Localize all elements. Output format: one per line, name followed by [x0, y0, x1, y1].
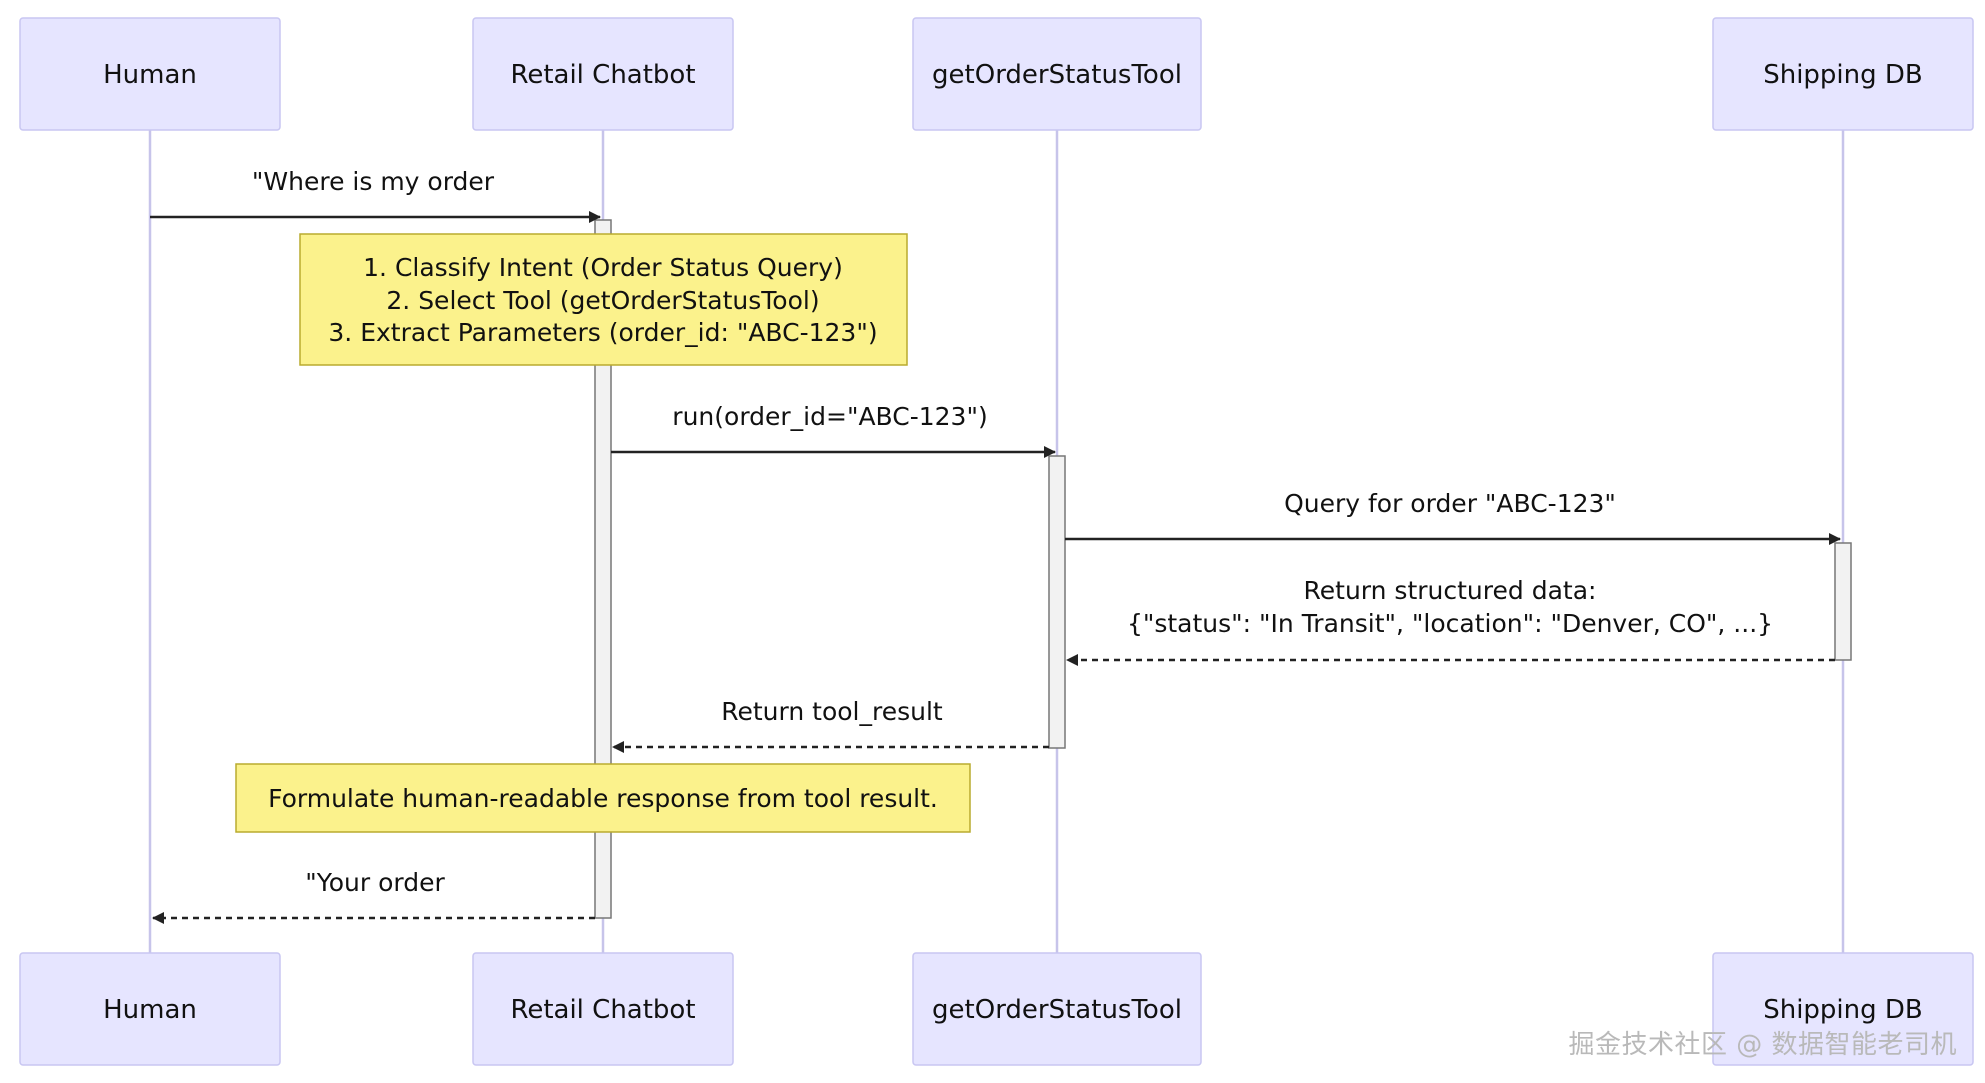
message-label: {"status": "In Transit", "location": "De… [1127, 609, 1773, 638]
actor-label: Shipping DB [1763, 995, 1923, 1025]
message-label: Return tool_result [721, 697, 943, 726]
actor-box [912, 952, 1202, 1066]
actor-label: Shipping DB [1763, 60, 1923, 90]
message-label: Query for order "ABC-123" [1284, 489, 1616, 518]
actor-get-order-status-tool-bottom: getOrderStatusTool [912, 952, 1202, 1066]
message-run-order-id: run(order_id="ABC-123") [611, 402, 1056, 458]
note-line: 2. Select Tool (getOrderStatusTool) [386, 286, 819, 315]
actor-retail-chatbot-bottom: Retail Chatbot [472, 952, 734, 1066]
watermark-text: 掘金技术社区 @ 数据智能老司机 [1568, 1030, 1957, 1060]
actors-bottom: Human Retail Chatbot getOrderStatusTool … [19, 952, 1974, 1066]
actor-human-top: Human [19, 17, 281, 131]
note-box [299, 233, 908, 366]
actor-box [472, 952, 734, 1066]
actor-label: Human [103, 60, 197, 90]
message-label: Return structured data: [1304, 576, 1597, 605]
actor-shipping-db-bottom: Shipping DB [1712, 952, 1974, 1066]
actor-get-order-status-tool-top: getOrderStatusTool [912, 17, 1202, 131]
actor-box [19, 17, 281, 131]
actor-box [472, 17, 734, 131]
note-line: 3. Extract Parameters (order_id: "ABC-12… [328, 318, 877, 347]
actor-box [1712, 17, 1974, 131]
actor-label: getOrderStatusTool [932, 995, 1182, 1025]
note-line: 1. Classify Intent (Order Status Query) [363, 253, 843, 282]
note-classify-intent: 1. Classify Intent (Order Status Query) … [299, 233, 908, 366]
actor-human-bottom: Human [19, 952, 281, 1066]
message-label: run(order_id="ABC-123") [672, 402, 987, 431]
actor-label: getOrderStatusTool [932, 60, 1182, 90]
actor-retail-chatbot-top: Retail Chatbot [472, 17, 734, 131]
note-formulate-response: Formulate human-readable response from t… [235, 763, 971, 833]
actor-label: Retail Chatbot [510, 60, 695, 90]
message-label: "Where is my order [252, 167, 495, 196]
message-your-order: "Your order [152, 868, 595, 924]
message-label: "Your order [305, 868, 445, 897]
message-query-for-order: Query for order "ABC-123" [1065, 489, 1841, 545]
activation-bars [594, 219, 1852, 919]
note-line: Formulate human-readable response from t… [268, 784, 938, 813]
activation-shipping-db [1834, 542, 1852, 661]
actor-shipping-db-top: Shipping DB [1712, 17, 1974, 131]
message-where-is-my-order: "Where is my order [150, 167, 601, 223]
message-return-tool-result: Return tool_result [612, 697, 1049, 753]
actor-label: Retail Chatbot [510, 995, 695, 1025]
actors-top: Human Retail Chatbot getOrderStatusTool … [19, 17, 1974, 131]
actor-label: Human [103, 995, 197, 1025]
activation-get-order-status-tool [1048, 455, 1066, 749]
note-box [235, 763, 971, 833]
message-return-structured-data: Return structured data: {"status": "In T… [1066, 576, 1835, 666]
activation-retail-chatbot [594, 219, 612, 919]
actor-box [912, 17, 1202, 131]
actor-box [1712, 952, 1974, 1066]
actor-box [19, 952, 281, 1066]
